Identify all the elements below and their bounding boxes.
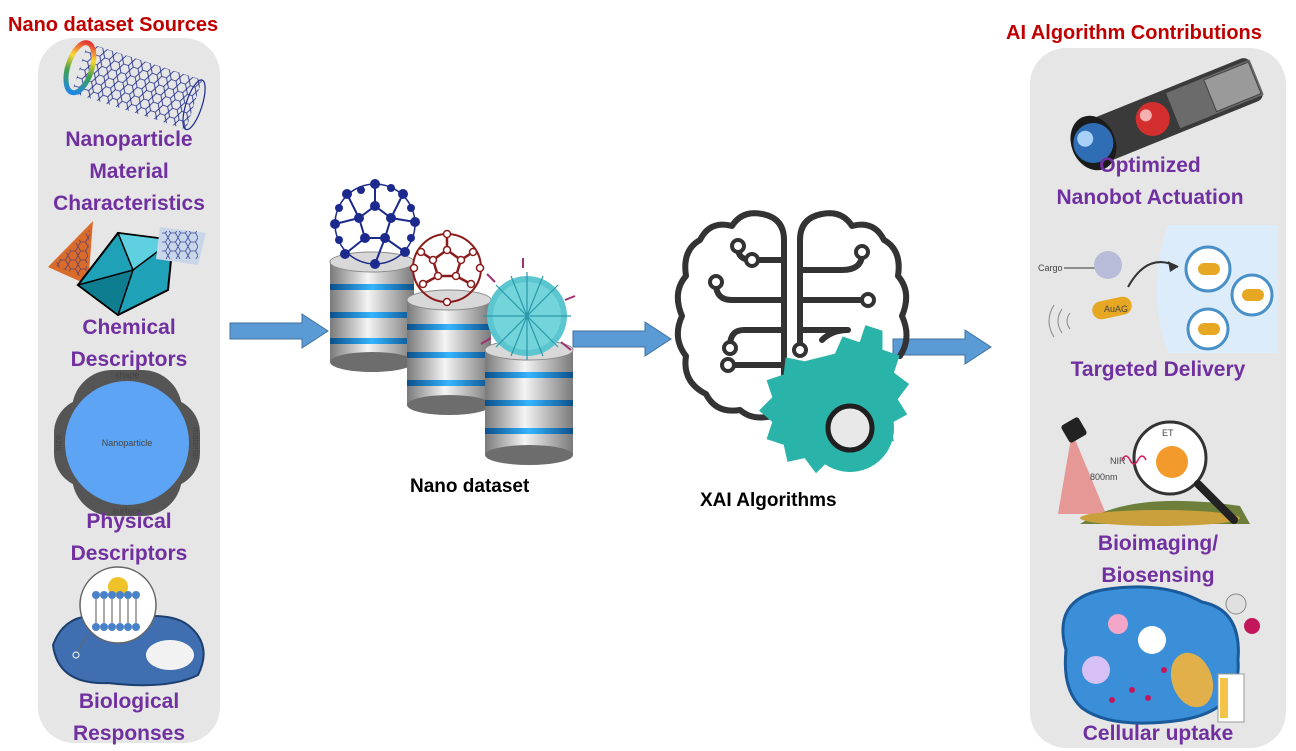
label-targeted-delivery: Targeted Delivery bbox=[1070, 358, 1246, 381]
fullerene-blue-icon bbox=[330, 179, 420, 269]
diagram-bottom-label: surface bbox=[112, 506, 142, 516]
nanoparticle-descriptor-diagram-icon: Nanoparticle shape surface size material bbox=[53, 370, 201, 516]
et-label: ET bbox=[1162, 428, 1174, 438]
carbon-nanotube-icon bbox=[63, 40, 206, 131]
xai-algorithms-caption: XAI Algorithms bbox=[700, 490, 837, 511]
right-panel-title: AI Algorithm Contributions bbox=[1006, 22, 1262, 44]
targeted-delivery-icon: Cargo AuAG bbox=[1038, 225, 1278, 353]
label-bioimaging: Bioimaging/ Biosensing bbox=[1097, 532, 1219, 587]
arrow-to-contributions bbox=[892, 329, 992, 365]
bioimaging-icon: NIR ET 800nm bbox=[1058, 417, 1250, 526]
nanobot-icon bbox=[1070, 58, 1264, 171]
left-panel-title: Nano dataset Sources bbox=[8, 14, 219, 36]
cellular-uptake-icon bbox=[1061, 585, 1260, 725]
cargo-label: Cargo bbox=[1038, 263, 1063, 273]
gear-icon bbox=[759, 325, 910, 474]
vesicle-icon bbox=[1184, 245, 1274, 351]
label-physical-descriptors: Physical Descriptors bbox=[70, 510, 188, 565]
functionalized-nanoparticle-icon bbox=[480, 258, 576, 360]
label-chemical-descriptors: Chemical Descriptors bbox=[70, 316, 188, 371]
wavelength-label: 800nm bbox=[1090, 472, 1118, 482]
database-stack-1 bbox=[329, 251, 415, 372]
nanocrystal-icon bbox=[48, 221, 206, 317]
diagram-center-label: Nanoparticle bbox=[102, 438, 153, 448]
fullerene-red-icon bbox=[409, 229, 485, 307]
arrow-to-dataset bbox=[229, 313, 329, 349]
diagram-left-label: size bbox=[53, 435, 63, 451]
label-nanoparticle-material: Nanoparticle Material Characteristics bbox=[53, 128, 205, 215]
database-stack-3 bbox=[484, 339, 574, 465]
label-optimized-nanobot: Optimized Nanobot Actuation bbox=[1056, 154, 1244, 209]
label-biological-responses: Biological Responses bbox=[72, 690, 186, 745]
particle-label: AuAG bbox=[1104, 304, 1128, 314]
nano-dataset-illustration bbox=[329, 179, 576, 465]
database-stack-2 bbox=[406, 289, 492, 415]
nano-dataset-caption: Nano dataset bbox=[410, 476, 530, 497]
nir-label: NIR bbox=[1110, 456, 1126, 466]
diagram-top-label: shape bbox=[115, 370, 140, 380]
label-cellular-uptake: Cellular uptake bbox=[1082, 722, 1234, 745]
xai-brain-icon bbox=[674, 210, 910, 474]
cell-membrane-icon bbox=[51, 566, 205, 687]
arrow-to-xai bbox=[572, 321, 672, 357]
diagram-right-label: material bbox=[191, 427, 201, 459]
